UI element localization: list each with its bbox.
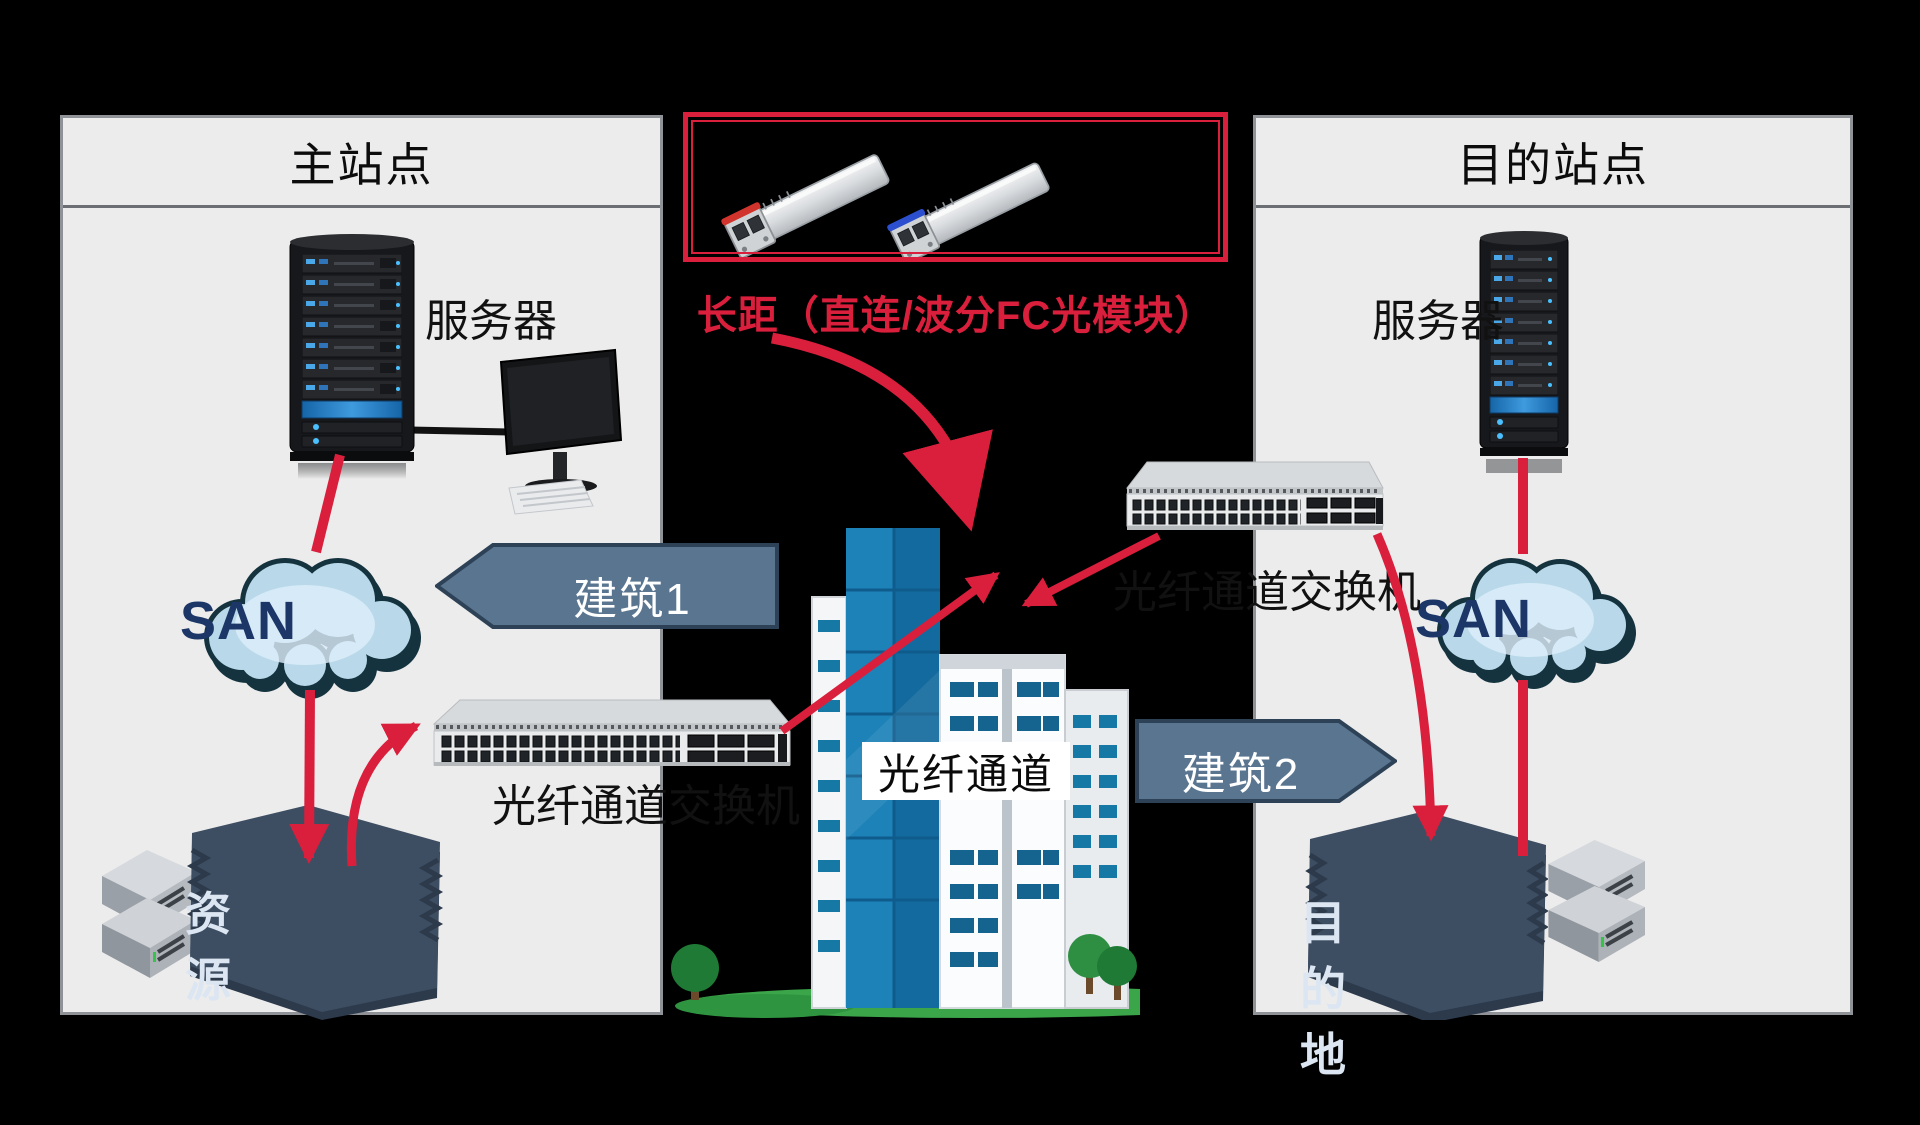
primary-site-title: 主站点 (63, 118, 660, 208)
destination-fc-switch-icon (1125, 458, 1385, 540)
server-rack-icon (288, 230, 416, 480)
primary-storage-icon (92, 838, 202, 983)
building1-tag-label: 建筑1 (573, 575, 692, 624)
tree-icon (671, 934, 1137, 1000)
storage-unit-icon (1548, 886, 1645, 962)
destination-switch-label: 光纤通道交换机 (1113, 568, 1421, 617)
destination-server-label: 服务器 (1372, 297, 1504, 346)
optical-module-highlight-box (683, 112, 1228, 262)
building2-tag-label: 建筑2 (1181, 750, 1301, 799)
building1-tag: 建筑1 (435, 542, 780, 630)
primary-switch-label: 光纤通道交换机 (492, 782, 800, 831)
module-caption: 长距（直连/波分FC光模块） (696, 294, 1216, 338)
building2-tag: 建筑2 (1135, 718, 1397, 804)
primary-server-label: 服务器 (425, 297, 557, 346)
destination-site-title: 目的站点 (1256, 118, 1850, 208)
primary-fc-switch-icon (432, 698, 792, 770)
building-label: 光纤通道 (862, 742, 1070, 800)
workstation-icon (495, 348, 635, 518)
destination-server-rack-icon (1478, 228, 1570, 476)
destination-storage-icon (1540, 828, 1700, 970)
storage-unit-icon (102, 898, 196, 978)
